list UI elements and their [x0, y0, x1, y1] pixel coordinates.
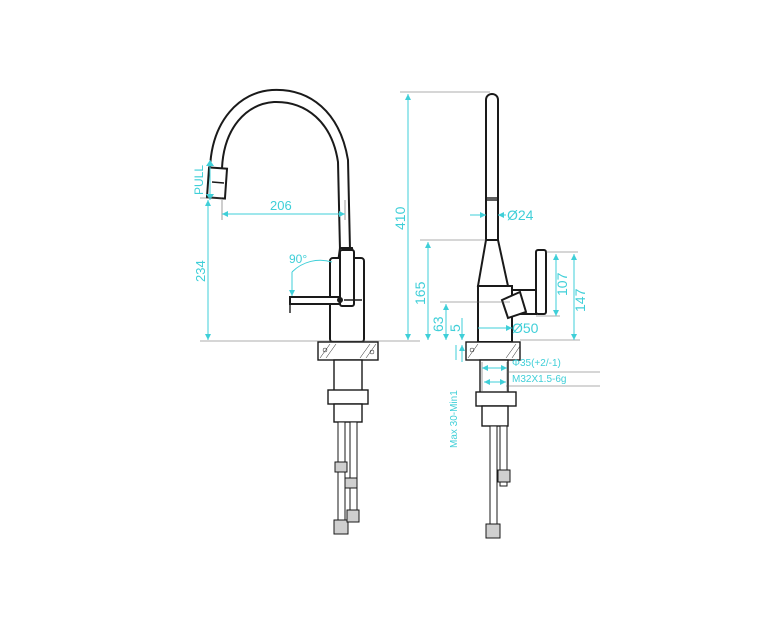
side-spout — [485, 93, 499, 241]
handle-147-label: 147 — [572, 288, 588, 312]
front-handle-lever — [339, 249, 355, 307]
height-234-label: 234 — [193, 260, 208, 282]
pull-label: PULL — [192, 165, 206, 195]
side-dimensions: 410 165 63 5 Ø24 Ø50 107 — [392, 91, 600, 448]
diameter-50-label: Ø50 — [512, 320, 539, 336]
front-hoses — [333, 421, 360, 535]
side-view — [465, 93, 547, 539]
height-5-label: 5 — [447, 324, 463, 332]
front-spout-outer — [209, 88, 351, 251]
front-view — [205, 88, 379, 535]
rotation-90-label: 90° — [289, 252, 307, 266]
handle-107-label: 107 — [554, 272, 570, 296]
side-mount-nut — [475, 391, 517, 407]
diameter-24-label: Ø24 — [507, 207, 534, 223]
side-hoses — [485, 425, 511, 539]
front-deck-hatch — [319, 343, 377, 359]
thread-label: M32X1.5-6g — [512, 374, 566, 385]
height-63-label: 63 — [430, 316, 446, 332]
height-410-label: 410 — [392, 206, 408, 230]
front-handle-side — [289, 296, 341, 305]
logo-mark — [337, 297, 343, 303]
height-165-label: 165 — [412, 281, 428, 305]
side-handle-stem — [535, 249, 547, 315]
front-dimensions: PULL 206 234 90° — [192, 160, 420, 342]
reach-206-label: 206 — [270, 198, 292, 213]
side-deck-hatch — [467, 343, 521, 359]
hole-diameter-label: Φ35(+2/-1) — [512, 358, 561, 369]
side-neck — [476, 239, 510, 287]
front-spout-inner — [221, 100, 341, 251]
front-mount-nut — [327, 389, 369, 405]
mount-thickness-label: Max 30-Min1 — [449, 390, 460, 448]
